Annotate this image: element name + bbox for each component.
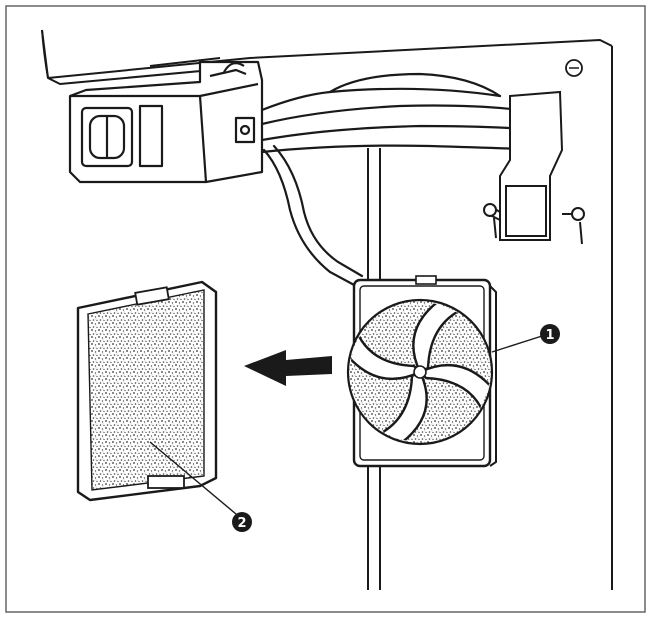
callout-2-label: 2 [237,516,246,531]
callout-1: 1 [540,324,560,344]
outer-frame [5,5,646,613]
mount-bracket [483,90,585,245]
callout-leaders [149,335,543,515]
power-switch-box [68,60,264,184]
callout-1-label: 1 [545,328,554,343]
filter-pad [76,280,218,502]
screw-icon [565,59,583,77]
callout-2: 2 [232,512,252,532]
fan-guard [346,275,497,468]
remove-arrow-icon [244,350,332,386]
machine-table [41,29,613,85]
